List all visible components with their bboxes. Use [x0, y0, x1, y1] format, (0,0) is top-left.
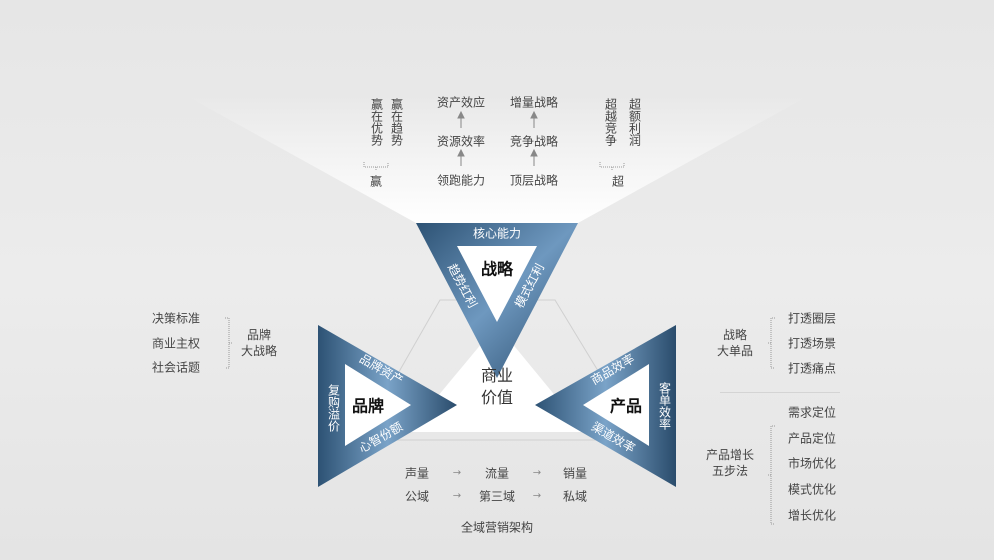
col2-item: 顶层战略 [509, 173, 559, 188]
left-label-line1: 品牌 [246, 328, 272, 342]
win-label: 赢 [369, 174, 383, 189]
arrow-right-icon: → [452, 490, 462, 502]
win-col-2: 赢在趋势 [389, 98, 404, 146]
strategy-title: 战略 [481, 260, 514, 279]
group1-item: 打透圈层 [787, 311, 837, 326]
col1-item: 资源效率 [436, 134, 486, 149]
left-item: 社会话题 [151, 360, 201, 375]
super-col-1: 超越竞争 [603, 98, 618, 146]
flow-item: 私域 [562, 489, 588, 504]
brand-title: 品牌 [352, 397, 384, 416]
col2-item: 增量战略 [509, 95, 559, 110]
strategy-inner [457, 246, 537, 322]
col1-item: 资产效应 [436, 95, 486, 110]
bottom-caption: 全域营销架构 [460, 520, 534, 535]
super-label: 超 [611, 174, 625, 189]
left-label-line2: 大战略 [240, 344, 278, 358]
left-item: 商业主权 [151, 336, 201, 351]
brand-side-label: 复购溢价 [326, 384, 341, 432]
group2-item: 模式优化 [787, 482, 837, 497]
product-title: 产品 [610, 397, 642, 416]
group2-item: 产品定位 [787, 431, 837, 446]
arrow-right-icon: → [532, 467, 542, 479]
group1-item: 打透痛点 [787, 361, 837, 376]
group2-item: 增长优化 [787, 508, 837, 523]
group1-label-line1: 战略 [722, 328, 748, 342]
group2-item: 需求定位 [787, 405, 837, 420]
flow-item: 声量 [404, 466, 430, 481]
brackets [225, 162, 775, 525]
flow-item: 流量 [484, 466, 510, 481]
arrow-right-icon: → [532, 490, 542, 502]
group2-label-line2: 五步法 [711, 464, 749, 478]
group1-label: 战略 大单品 [717, 327, 753, 359]
brand-inner [345, 364, 411, 446]
up-arrows [457, 110, 538, 166]
left-item: 决策标准 [151, 311, 201, 326]
group1-item: 打透场景 [787, 336, 837, 351]
left-label: 品牌 大战略 [241, 327, 277, 359]
group2-label: 产品增长 五步法 [706, 447, 754, 479]
group1-label-line2: 大单品 [716, 344, 754, 358]
arrow-right-icon: → [452, 467, 462, 479]
flow-item: 销量 [562, 466, 588, 481]
flow-item: 公域 [404, 489, 430, 504]
funnel [185, 95, 810, 223]
win-col-1: 赢在优势 [369, 98, 384, 146]
divider [720, 392, 840, 393]
strategy-top-label: 核心能力 [473, 227, 521, 241]
super-col-2: 超额利润 [627, 98, 642, 146]
product-side-label: 客单效率 [657, 382, 672, 430]
group2-item: 市场优化 [787, 456, 837, 471]
center-label: 商业 价值 [481, 365, 513, 409]
product-inner [583, 364, 649, 446]
group2-label-line1: 产品增长 [705, 448, 755, 462]
center-line1: 商业 [480, 366, 514, 385]
col2-item: 竞争战略 [509, 134, 559, 149]
center-line2: 价值 [480, 388, 514, 407]
flow-item: 第三域 [478, 489, 516, 504]
col1-item: 领跑能力 [436, 173, 486, 188]
